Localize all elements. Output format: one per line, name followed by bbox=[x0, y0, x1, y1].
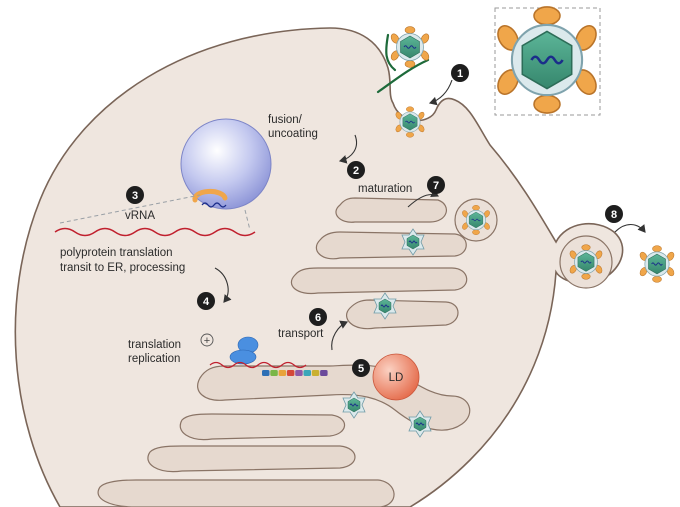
svg-text:1: 1 bbox=[457, 68, 463, 80]
svg-text:7: 7 bbox=[433, 180, 439, 192]
maturation-label: maturation bbox=[358, 183, 412, 195]
polyprotein-segment bbox=[286, 370, 295, 376]
polyprotein-segment bbox=[303, 370, 311, 376]
uncoating-label: uncoating bbox=[268, 128, 318, 140]
arrow-step-7 bbox=[407, 189, 439, 208]
arrow-step-2 bbox=[338, 134, 358, 164]
positive-strand-marker bbox=[200, 333, 214, 347]
receptor bbox=[376, 33, 430, 94]
step-badge-5: 5 bbox=[352, 359, 370, 377]
step-badge-6: 6 bbox=[309, 308, 327, 326]
golgi-stack bbox=[290, 197, 468, 330]
polyprotein-segment bbox=[311, 370, 320, 376]
step-badge-7: 7 bbox=[427, 176, 445, 194]
translated-rna bbox=[209, 361, 307, 369]
step-badge-8: 8 bbox=[605, 205, 623, 223]
step-badge-1: 1 bbox=[451, 64, 469, 82]
arrow-step-4 bbox=[214, 267, 232, 303]
step-badge-2: 2 bbox=[347, 161, 365, 179]
svg-text:8: 8 bbox=[611, 209, 617, 221]
vrna-label: vRNA bbox=[125, 210, 155, 222]
endosome bbox=[180, 118, 272, 210]
translation-label: translation bbox=[128, 339, 181, 351]
released-virion bbox=[638, 245, 676, 283]
step-badge-3: 3 bbox=[126, 186, 144, 204]
polyprotein-segment bbox=[262, 370, 270, 376]
arrow-step-8 bbox=[614, 223, 646, 233]
polyprotein-segment bbox=[278, 370, 287, 376]
arrow-step-1 bbox=[428, 79, 453, 106]
lipid-droplet bbox=[372, 353, 420, 401]
fusion-label: fusion/ bbox=[268, 114, 303, 126]
transit-label: transit to ER, processing bbox=[60, 262, 185, 274]
svg-text:4: 4 bbox=[203, 296, 210, 308]
uncoating-virion bbox=[192, 188, 228, 208]
polyprotein-bar bbox=[262, 370, 328, 376]
transport-label: transport bbox=[278, 328, 324, 340]
svg-text:2: 2 bbox=[353, 165, 359, 177]
plus-sign: + bbox=[204, 335, 210, 347]
vrna-strand bbox=[54, 194, 256, 237]
step-badge-4: 4 bbox=[197, 292, 215, 310]
polyprotein-segment bbox=[270, 370, 278, 376]
arrow-step-6 bbox=[331, 320, 349, 351]
svg-text:5: 5 bbox=[358, 363, 364, 375]
svg-text:6: 6 bbox=[315, 312, 321, 324]
ribosome bbox=[229, 336, 259, 365]
polyprotein-label: polyprotein translation bbox=[60, 247, 173, 259]
svg-text:3: 3 bbox=[132, 190, 138, 202]
replication-label: replication bbox=[128, 353, 180, 365]
polyprotein-segment bbox=[295, 370, 303, 376]
polyprotein-segment bbox=[320, 370, 328, 376]
lipid-droplet-label: LD bbox=[389, 372, 404, 384]
